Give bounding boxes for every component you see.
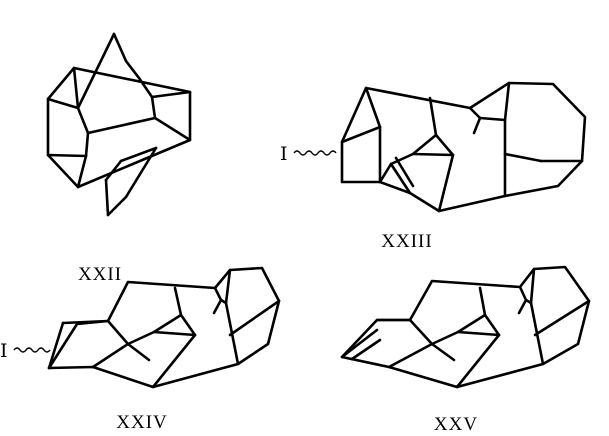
xxiii-label: XXIII [381, 231, 432, 252]
xxiv-wavy-bond [13, 347, 51, 353]
xxiv-structure [47, 266, 281, 389]
compound-xxiii: I XXIII [280, 81, 587, 252]
xxiv-iodine-label: I [0, 340, 8, 362]
xxiii-structure [340, 81, 587, 213]
xxiv-label: XXIV [116, 412, 168, 433]
compound-xxv: XXV [340, 265, 591, 435]
xxv-structure [340, 265, 591, 389]
xxiii-wavy-bond [293, 150, 337, 156]
compound-xxiv: I XXIV [0, 266, 281, 433]
xxii-label: XXII [78, 264, 122, 285]
xxv-label: XXV [434, 414, 478, 435]
compound-xxii: XXII [46, 32, 192, 285]
xxii-structure [46, 32, 192, 217]
xxiii-iodine-label: I [280, 143, 288, 165]
